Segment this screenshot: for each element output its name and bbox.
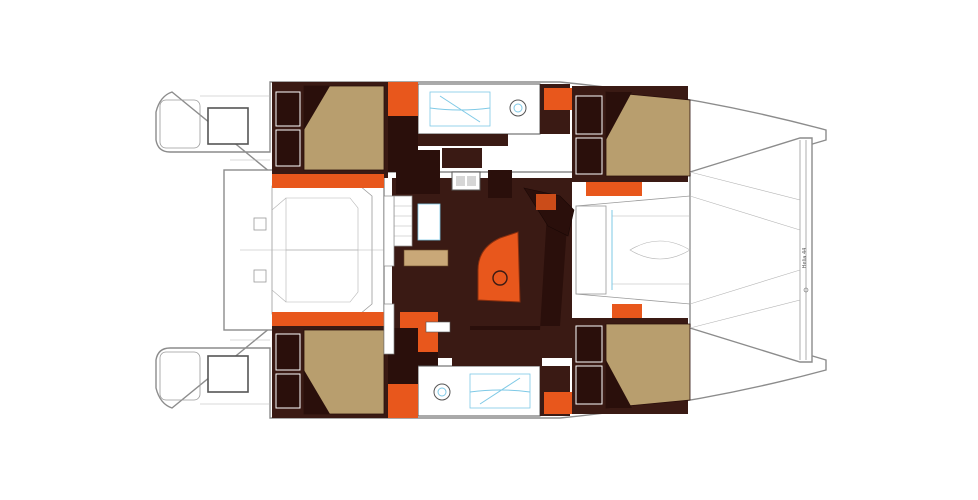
- saloon: [392, 148, 575, 366]
- saloon-cork-panel: [403, 249, 449, 267]
- cabin-aft-starboard: [272, 312, 418, 418]
- saloon-stairs: [393, 195, 413, 247]
- cabin-fwd-port: [544, 86, 691, 196]
- saloon-sofa: [470, 196, 568, 330]
- transom-name-label: Helia 44: [802, 248, 808, 269]
- washbasin-icon: [437, 387, 447, 397]
- cabin-aft-port: [272, 82, 418, 188]
- bathroom-bottom: [417, 354, 570, 417]
- cabin-fwd-starboard: [544, 304, 691, 414]
- stern-steps: [159, 95, 270, 405]
- saloon-table-pedestal-icon: [492, 270, 508, 286]
- washbasin-icon: [513, 103, 523, 113]
- transom-name: Helia 44: [802, 248, 809, 293]
- saloon-table: [477, 231, 521, 303]
- berth-mattress: [605, 91, 691, 177]
- saloon-door-glass: [417, 203, 441, 241]
- helm-station: [383, 195, 395, 355]
- foredeck: [575, 171, 801, 329]
